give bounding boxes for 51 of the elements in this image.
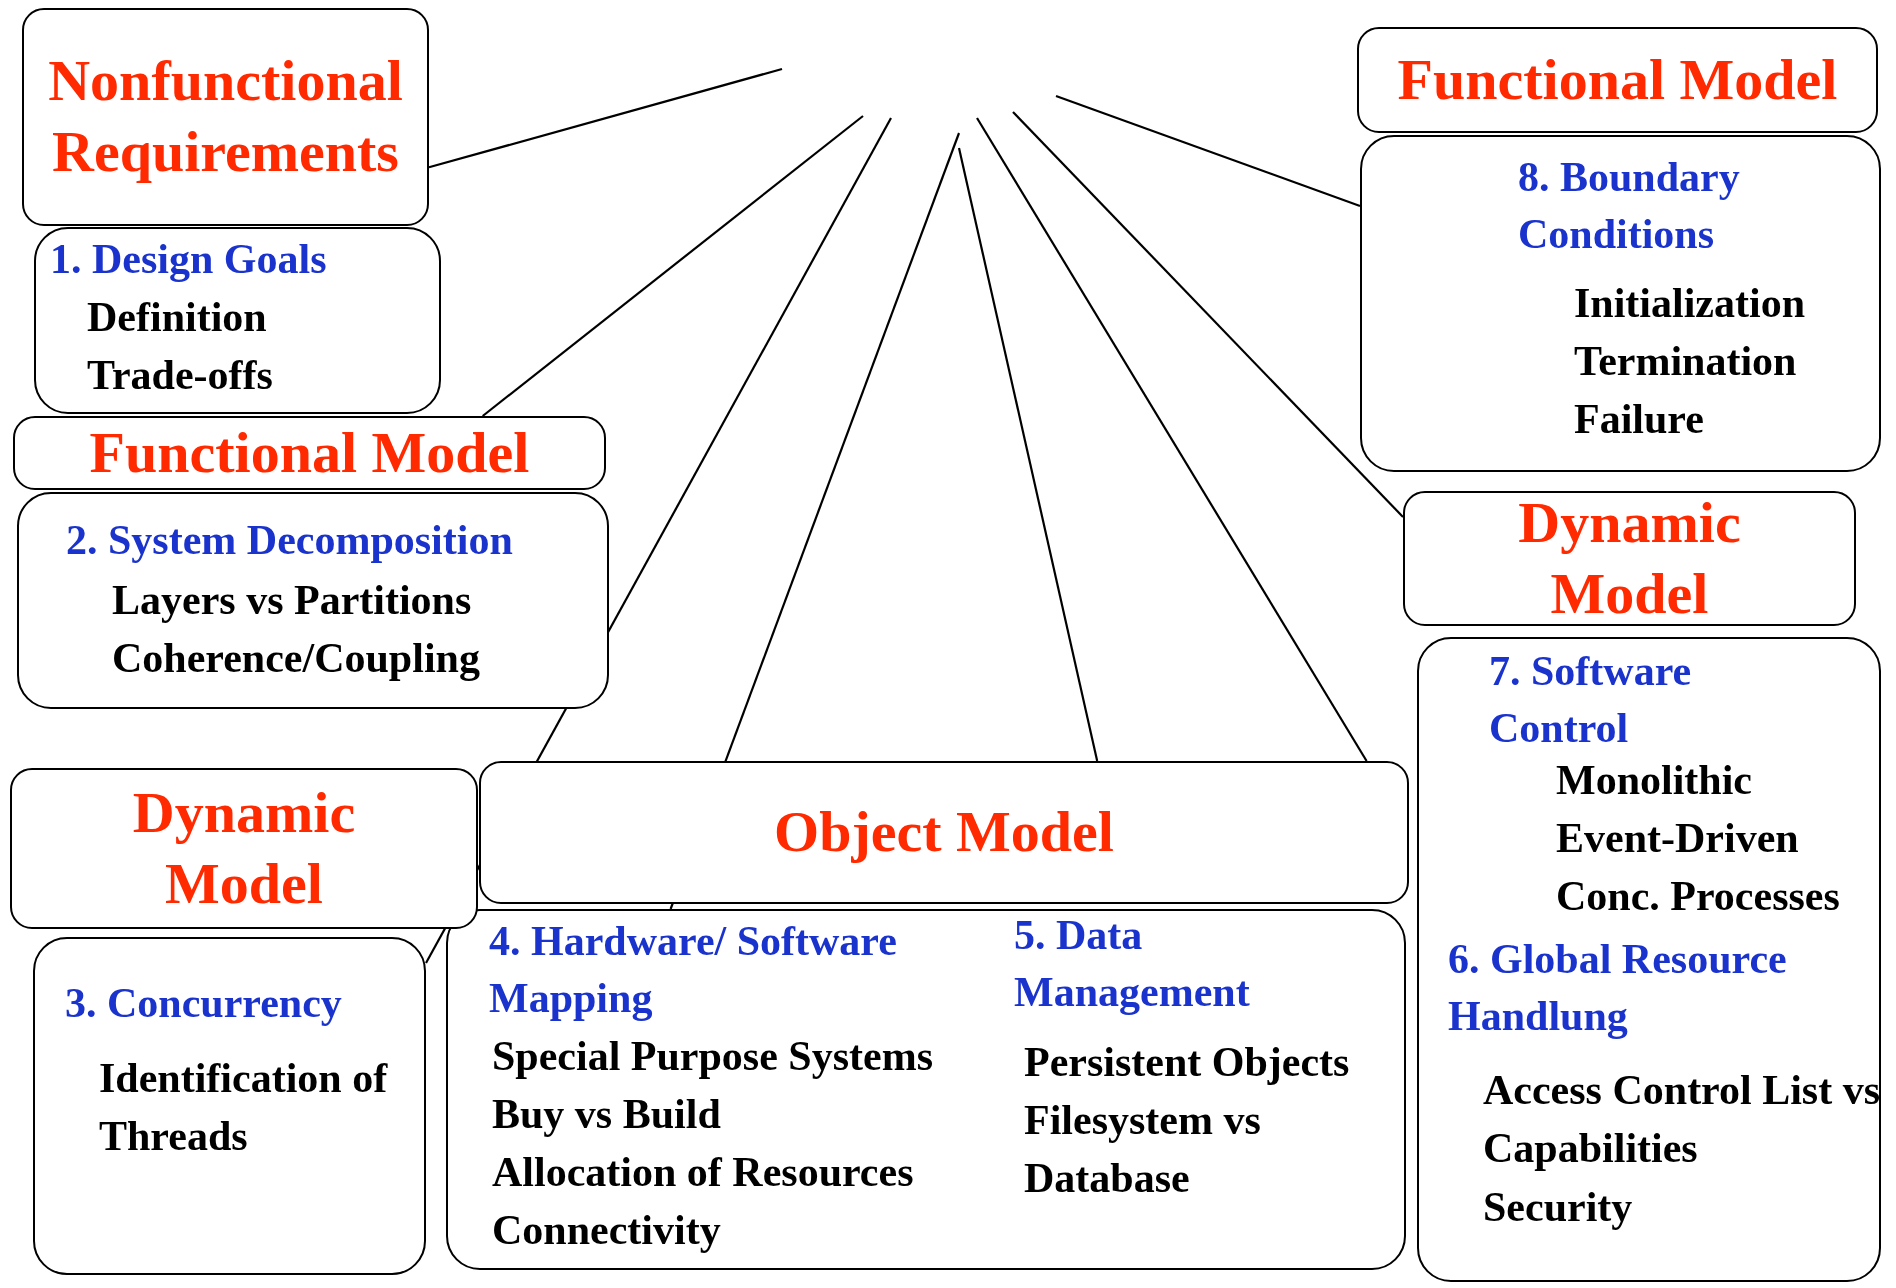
model-title: Object Model [774,798,1114,867]
connector-line [1012,111,1404,518]
connector-line [428,67,783,169]
list-item: Failure [1574,395,1704,444]
list-item: Identification of Threads [99,1054,389,1161]
model-box [10,768,478,929]
list-item: Coherence/Coupling [112,634,480,683]
list-item: Monolithic [1556,756,1752,805]
list-item: Buy vs Build [492,1090,721,1139]
section-heading: 1. Design Goals [50,235,327,284]
list-item: Security [1483,1183,1633,1232]
list-item: Initialization [1574,279,1806,328]
design-topic-box [33,937,426,1275]
design-topic-box [34,227,441,414]
model-title: Dynamic Model [1517,488,1742,628]
connector-line [1055,94,1361,208]
list-item: Allocation of Resources [492,1148,914,1197]
section-heading: 6. Global Resource Handlung [1448,935,1788,1041]
list-item: Layers vs Partitions [112,576,472,625]
list-item: Trade-offs [87,351,273,400]
section-heading: 7. Software Control [1489,647,1693,753]
section-heading: 8. Boundary Conditions [1518,153,1741,259]
model-title: Functional Model [89,418,530,487]
model-box [1403,491,1856,626]
model-box [479,761,1409,904]
connector-line [482,115,864,417]
list-item: Conc. Processes [1556,872,1840,921]
section-heading: 2. System Decomposition [66,516,513,565]
model-box [13,416,606,490]
list-item: Persistent Objects [1024,1038,1350,1087]
design-topic-box [446,909,1406,1270]
list-item: Access Control List vs Capabilities [1483,1066,1882,1173]
list-item: Filesystem vs Database [1024,1096,1262,1203]
list-item: Definition [87,293,267,342]
section-heading: 4. Hardware/ Software Mapping [489,917,898,1023]
section-heading: 3. Concurrency [65,979,342,1028]
connector-line [976,117,1368,762]
connector-line [957,147,1099,762]
list-item: Termination [1574,337,1797,386]
design-topic-box [1360,135,1881,472]
model-box [1357,27,1878,133]
design-topic-box [1417,637,1881,1282]
model-title: Nonfunctional Requirements [47,47,404,186]
list-item: Connectivity [492,1206,721,1255]
list-item: Special Purpose Systems [492,1032,933,1081]
model-title: Functional Model [1397,45,1838,114]
design-topic-box [17,492,609,709]
list-item: Event-Driven [1556,814,1799,863]
model-box [22,8,429,226]
section-heading: 5. Data Management [1014,911,1251,1017]
model-title: Dynamic Model [131,778,357,918]
